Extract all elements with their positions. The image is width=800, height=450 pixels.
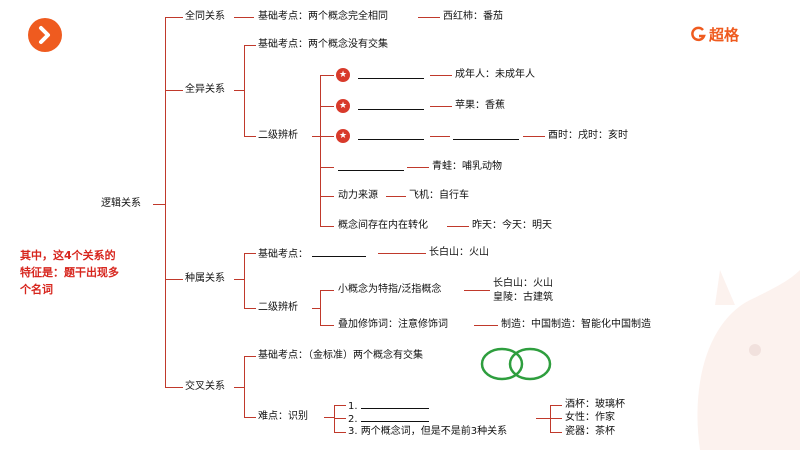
quanyi-row-3b bbox=[453, 130, 519, 144]
quanyi-row-4 bbox=[338, 161, 404, 175]
venn-circle-right bbox=[508, 347, 552, 381]
star-icon: ★ bbox=[336, 99, 350, 113]
quanyi-row-2 bbox=[358, 100, 424, 114]
jiaocha-example-2: 女性：作家 bbox=[565, 412, 615, 423]
jiaocha-item-2: 2. bbox=[348, 412, 429, 426]
zhongshu-basis-label: 基础考点： bbox=[258, 249, 308, 260]
brand-g-icon bbox=[691, 26, 706, 42]
blank-line bbox=[358, 100, 424, 110]
quanyi-row-3 bbox=[358, 130, 424, 144]
chevron-right-icon bbox=[39, 26, 50, 44]
jiaocha-hard: 难点：识别 bbox=[258, 411, 308, 422]
quanyi-star-example-2: 苹果：香蕉 bbox=[455, 100, 505, 111]
zhongshu-basis: 基础考点： bbox=[258, 247, 366, 261]
blank-line bbox=[358, 130, 424, 140]
quanyi-star-example-1: 成年人：未成年人 bbox=[455, 69, 535, 80]
zhongshu-sub: 二级辨析 bbox=[258, 302, 298, 313]
blank-line bbox=[338, 161, 404, 171]
quanyi-example-5: 飞机：自行车 bbox=[409, 190, 469, 201]
quanyi-basis: 基础考点：两个概念没有交集 bbox=[258, 39, 388, 50]
quanyi-star-example-3: 酉时：戌时：亥时 bbox=[548, 130, 628, 141]
mascot-illustration bbox=[697, 270, 800, 450]
jiaocha-label: 交叉关系 bbox=[185, 381, 225, 392]
brand-logo: 超格 bbox=[690, 24, 739, 45]
brand-logo-text: 超格 bbox=[709, 26, 740, 44]
quanyi-label: 全异关系 bbox=[185, 84, 225, 95]
tongyi-label: 全同关系 bbox=[185, 11, 225, 22]
side-note: 其中，这4个关系的 特征是：题干出现多 个名词 bbox=[20, 247, 119, 298]
zhongshu-diejia: 叠加修饰词：注意修饰词 bbox=[338, 319, 448, 330]
jiaocha-example-1: 酒杯：玻璃杯 bbox=[565, 399, 625, 410]
quanyi-sub: 二级辨析 bbox=[258, 130, 298, 141]
venn-circle-left bbox=[480, 347, 524, 381]
blank-line bbox=[360, 412, 429, 422]
tongyi-basis: 基础考点：两个概念完全相同 bbox=[258, 11, 388, 23]
star-icon: ★ bbox=[336, 129, 350, 143]
jiaocha-basis: 基础考点：（金标准）两个概念有交集 bbox=[258, 350, 423, 361]
blank-line bbox=[453, 130, 519, 140]
next-button[interactable] bbox=[28, 18, 62, 52]
tongyi-basis-text: 两个概念完全相同 bbox=[308, 11, 388, 22]
quanyi-example-4: 青蛙：哺乳动物 bbox=[432, 161, 502, 172]
jiaocha-example-3: 瓷器：茶杯 bbox=[565, 426, 615, 437]
jiaocha-item-2-num: 2. bbox=[348, 414, 358, 425]
tongyi-example: 西红柿：番茄 bbox=[443, 11, 503, 22]
zhongshu-basis-example: 长白山：火山 bbox=[429, 247, 489, 258]
blank-line bbox=[312, 247, 366, 257]
venn-diagram bbox=[480, 347, 552, 381]
zhongshu-tezhi-example-2: 皇陵：古建筑 bbox=[493, 292, 553, 303]
jiaocha-item-1-num: 1. bbox=[348, 401, 358, 412]
quanyi-example-6: 昨天：今天：明天 bbox=[472, 220, 552, 231]
star-icon: ★ bbox=[336, 68, 350, 82]
zhongshu-label: 种属关系 bbox=[185, 273, 225, 284]
side-note-line-3: 个名词 bbox=[20, 283, 53, 296]
blank-line bbox=[358, 69, 424, 79]
jiaocha-item-3: 3. 两个概念词，但是不是前3种关系 bbox=[348, 426, 508, 437]
zhongshu-tezhi-example-1: 长白山：火山 bbox=[493, 278, 553, 289]
root-node: 逻辑关系 bbox=[101, 198, 141, 209]
quanyi-row-1 bbox=[358, 69, 424, 83]
zhongshu-tezhi: 小概念为特指/泛指概念 bbox=[338, 284, 442, 295]
quanyi-dongli: 动力来源 bbox=[338, 190, 378, 201]
side-note-line-2: 特征是：题干出现多 bbox=[20, 266, 119, 279]
tongyi-basis-label: 基础考点： bbox=[258, 11, 308, 22]
side-note-line-1: 其中，这4个关系的 bbox=[20, 249, 116, 262]
jiaocha-item-1: 1. bbox=[348, 399, 429, 413]
zhongshu-diejia-example: 制造：中国制造：智能化中国制造 bbox=[501, 319, 651, 330]
quanyi-neizai: 概念间存在内在转化 bbox=[338, 220, 428, 231]
blank-line bbox=[360, 399, 429, 409]
